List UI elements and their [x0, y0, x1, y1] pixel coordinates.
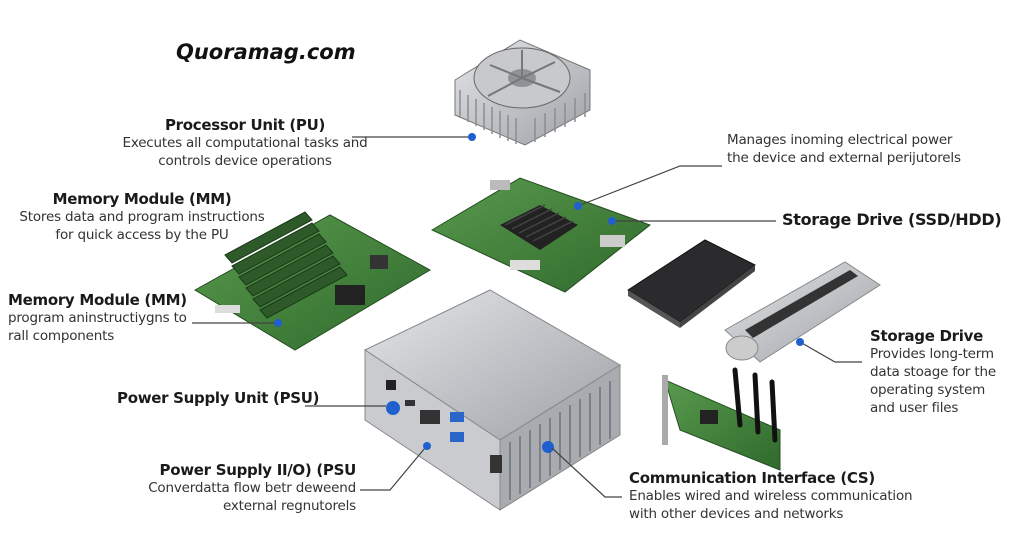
comm-desc-2: with other devices and networks: [629, 506, 844, 522]
comm-desc-1: Enables wired and wireless communication: [629, 488, 913, 504]
memory1-title: Memory Module (MM): [52, 190, 232, 208]
storage-desc-3: operating system: [870, 382, 986, 398]
storage-desc-1: Provides long-term: [870, 346, 994, 362]
memory-label-1: Memory Module (MM) Stores data and progr…: [12, 190, 272, 244]
callout-dots: [274, 133, 804, 450]
motherboard-illustration: [430, 177, 652, 293]
power-desc-1: Manages inoming electrical power: [727, 132, 953, 148]
processor-label: Processor Unit (PU) Executes all computa…: [80, 116, 410, 170]
storage-desc-2: data stoage for the: [870, 364, 996, 380]
psu-title: Power Supply Unit (PSU): [117, 389, 320, 407]
comm-title: Communication Interface (CS): [629, 469, 875, 487]
psu-io-desc-1: Converdatta flow betr deweend: [148, 480, 356, 496]
ssd-illustration: [627, 239, 756, 328]
storage-title: Storage Drive: [870, 327, 983, 345]
mini-pc-illustration: [363, 289, 621, 511]
leader-lines: [192, 136, 862, 498]
site-logo: Quoramag.com: [176, 40, 356, 64]
psu-io-title: Power Supply II/O) (PSU: [159, 461, 357, 479]
communication-label: Communication Interface (CS) Enables wir…: [629, 469, 913, 523]
storage-ssd-title: Storage Drive (SSD/HDD): [782, 210, 1002, 229]
processor-title: Processor Unit (PU): [164, 116, 326, 134]
processor-desc-2: controls device operations: [158, 153, 332, 169]
memory-label-2: Memory Module (MM) program aninstructiyg…: [8, 291, 187, 345]
psu-io-label: Power Supply II/O) (PSU Converdatta flow…: [100, 461, 356, 515]
memory-board-illustration: [194, 211, 432, 351]
memory2-title: Memory Module (MM): [8, 291, 187, 309]
external-drive-illustration: [724, 261, 881, 363]
cpu-cooler-illustration: [454, 39, 591, 146]
storage-desc-4: and user files: [870, 400, 959, 416]
memory2-desc-2: rall components: [8, 328, 115, 344]
network-card-illustration: [662, 367, 781, 471]
psu-io-desc-2: external regnutorels: [223, 498, 356, 514]
memory1-desc-1: Stores data and program instructions: [19, 209, 265, 225]
storage-label: Storage Drive Provides long-term data st…: [870, 327, 996, 417]
power-management-label: Manages inoming electrical power the dev…: [727, 131, 961, 167]
memory2-desc-1: program aninstructiygns to: [8, 310, 187, 326]
processor-desc-1: Executes all computational tasks and: [122, 135, 368, 151]
memory1-desc-2: for quick access by the PU: [55, 227, 229, 243]
power-desc-2: the device and external perijutorels: [727, 150, 961, 166]
